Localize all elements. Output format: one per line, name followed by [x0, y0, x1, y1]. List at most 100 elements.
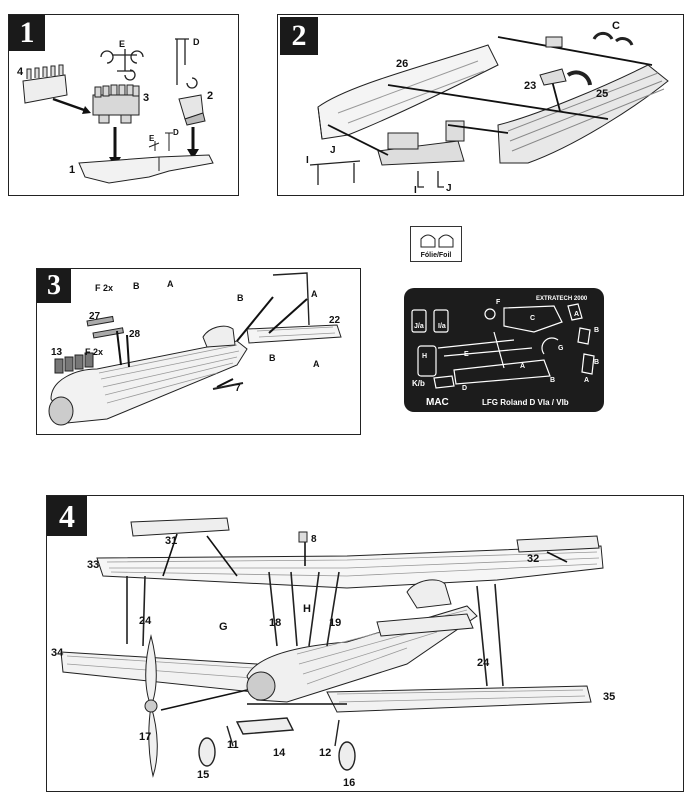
step-2-drawing: 26 C 23 25 I J I J — [306, 20, 669, 195]
label-part-D-top: D — [193, 37, 200, 47]
step-1-drawing: 4 3 2 1 E D E D — [17, 37, 214, 184]
label-part-D-floor: D — [173, 128, 179, 137]
pe-label-C: C — [530, 315, 535, 322]
label-part-1: 1 — [69, 164, 75, 176]
foil-caption: Fólie/Foil — [420, 252, 452, 259]
interplane-struts — [126, 571, 504, 687]
label-part-32: 32 — [527, 553, 539, 565]
label-part-33: 33 — [87, 559, 99, 571]
step-number-3: 3 — [37, 269, 71, 303]
part-C-brackets — [592, 31, 634, 46]
part-D-lever — [175, 38, 198, 89]
label-part-14: 14 — [273, 747, 286, 759]
pe-label-H: H — [422, 353, 427, 360]
label-a-tail-top: A — [311, 289, 318, 299]
label-part-12: 12 — [319, 747, 331, 759]
label-part-J-left: J — [330, 145, 336, 156]
part-3-engine — [92, 84, 140, 124]
fin — [272, 272, 310, 326]
pe-label-B1: B — [594, 327, 599, 334]
label-b-top: B — [133, 281, 140, 291]
rudder — [202, 325, 236, 348]
photoetch-product: LFG Roland D VIa / VIb — [482, 398, 569, 407]
pe-label-E: E — [464, 351, 469, 358]
label-part-G: G — [219, 621, 228, 633]
pe-label-Ja: J/a — [414, 323, 424, 330]
label-part-C: C — [612, 20, 620, 32]
label-b-tail-bottom: B — [269, 353, 276, 363]
part-22-tailplane — [246, 324, 342, 344]
parts-27-28 — [86, 315, 124, 339]
pe-label-A2: A — [520, 363, 525, 370]
upper-wing — [96, 545, 604, 589]
label-part-17: 17 — [139, 731, 151, 743]
label-part-8: 8 — [311, 534, 317, 545]
part-17-propeller — [144, 634, 158, 778]
step-3-panel: 3 F 2x B — [36, 268, 361, 435]
step-3-drawing: F 2x B A 27 28 13 F 2x 7 22 B A B A — [48, 272, 342, 426]
label-part-35: 35 — [603, 691, 615, 703]
label-part-E-floor: E — [149, 134, 155, 143]
tail-fin — [406, 579, 452, 609]
part-4-cylinder-rack — [22, 64, 68, 104]
part-1-floor — [78, 154, 214, 184]
label-part-31: 31 — [165, 535, 177, 547]
label-part-23: 23 — [524, 80, 536, 92]
pe-label-A1: A — [574, 311, 579, 318]
pe-label-D: D — [462, 385, 467, 392]
step-4-panel: 4 — [46, 495, 684, 792]
pe-label-B3: B — [550, 377, 555, 384]
label-part-16: 16 — [343, 777, 355, 789]
label-a-tail-bottom: A — [313, 359, 320, 369]
label-part-28: 28 — [129, 329, 141, 340]
label-part-24-right: 24 — [477, 657, 490, 669]
label-part-11: 11 — [227, 739, 239, 751]
label-part-18: 18 — [269, 617, 281, 629]
label-part-22: 22 — [329, 315, 341, 326]
step-number-4: 4 — [47, 496, 87, 536]
fuselage-left-half — [317, 44, 499, 140]
part-7-strut — [212, 382, 244, 390]
step-4-drawing: 31 8 33 32 24 G 18 H 19 34 24 35 17 11 1… — [51, 517, 615, 789]
part-13-cylinders — [54, 352, 94, 374]
tailplane — [376, 613, 474, 637]
pe-label-B2: B — [594, 359, 599, 366]
label-part-I-right: I — [414, 185, 417, 195]
photoetch-fret: EXTRATECH 2000 J/a I/a F C A B B H E G A… — [404, 288, 604, 412]
photoetch-maker: MAC — [426, 397, 449, 408]
label-part-E-top: E — [119, 39, 125, 49]
photoetch-parts: EXTRATECH 2000 J/a I/a F C A B B H E G A… — [411, 296, 599, 408]
step-number-2: 2 — [280, 17, 318, 55]
pe-label-Ia: I/a — [438, 323, 446, 330]
label-a-top: A — [167, 279, 174, 289]
label-part-2: 2 — [207, 90, 213, 102]
label-part-34: 34 — [51, 647, 64, 659]
fuselage-right-half — [497, 64, 669, 164]
label-f2x: F 2x — [85, 347, 103, 357]
part-34-lower-wing-left — [60, 651, 258, 693]
label-part-J-right: J — [446, 183, 452, 194]
part-8-mirror — [298, 531, 308, 543]
label-part-4: 4 — [17, 66, 24, 78]
label-part-19: 19 — [329, 617, 341, 629]
step-1-panel: 1 — [8, 14, 239, 196]
step-2-panel: 2 — [277, 14, 684, 196]
label-part-13: 13 — [51, 347, 63, 358]
step-number-1: 1 — [9, 15, 45, 51]
label-part-15: 15 — [197, 769, 209, 781]
part-23-tank — [539, 36, 592, 86]
part-31-aileron — [130, 517, 230, 537]
pe-label-F: F — [496, 299, 501, 306]
label-b-tail-top: B — [237, 293, 244, 303]
part-2-seat — [178, 94, 206, 126]
fuselage-assembled — [48, 340, 248, 426]
part-35-lower-wing-right — [326, 685, 592, 713]
label-part-26: 26 — [396, 58, 408, 70]
label-f2x-top: F 2x — [95, 283, 113, 293]
label-part-H: H — [303, 603, 311, 615]
part-32-aileron — [516, 535, 600, 553]
pe-label-Kb: K/b — [412, 379, 425, 388]
label-part-3: 3 — [143, 92, 149, 104]
photoetch-brand: EXTRATECH 2000 — [536, 296, 588, 302]
pe-label-G: G — [558, 345, 564, 352]
